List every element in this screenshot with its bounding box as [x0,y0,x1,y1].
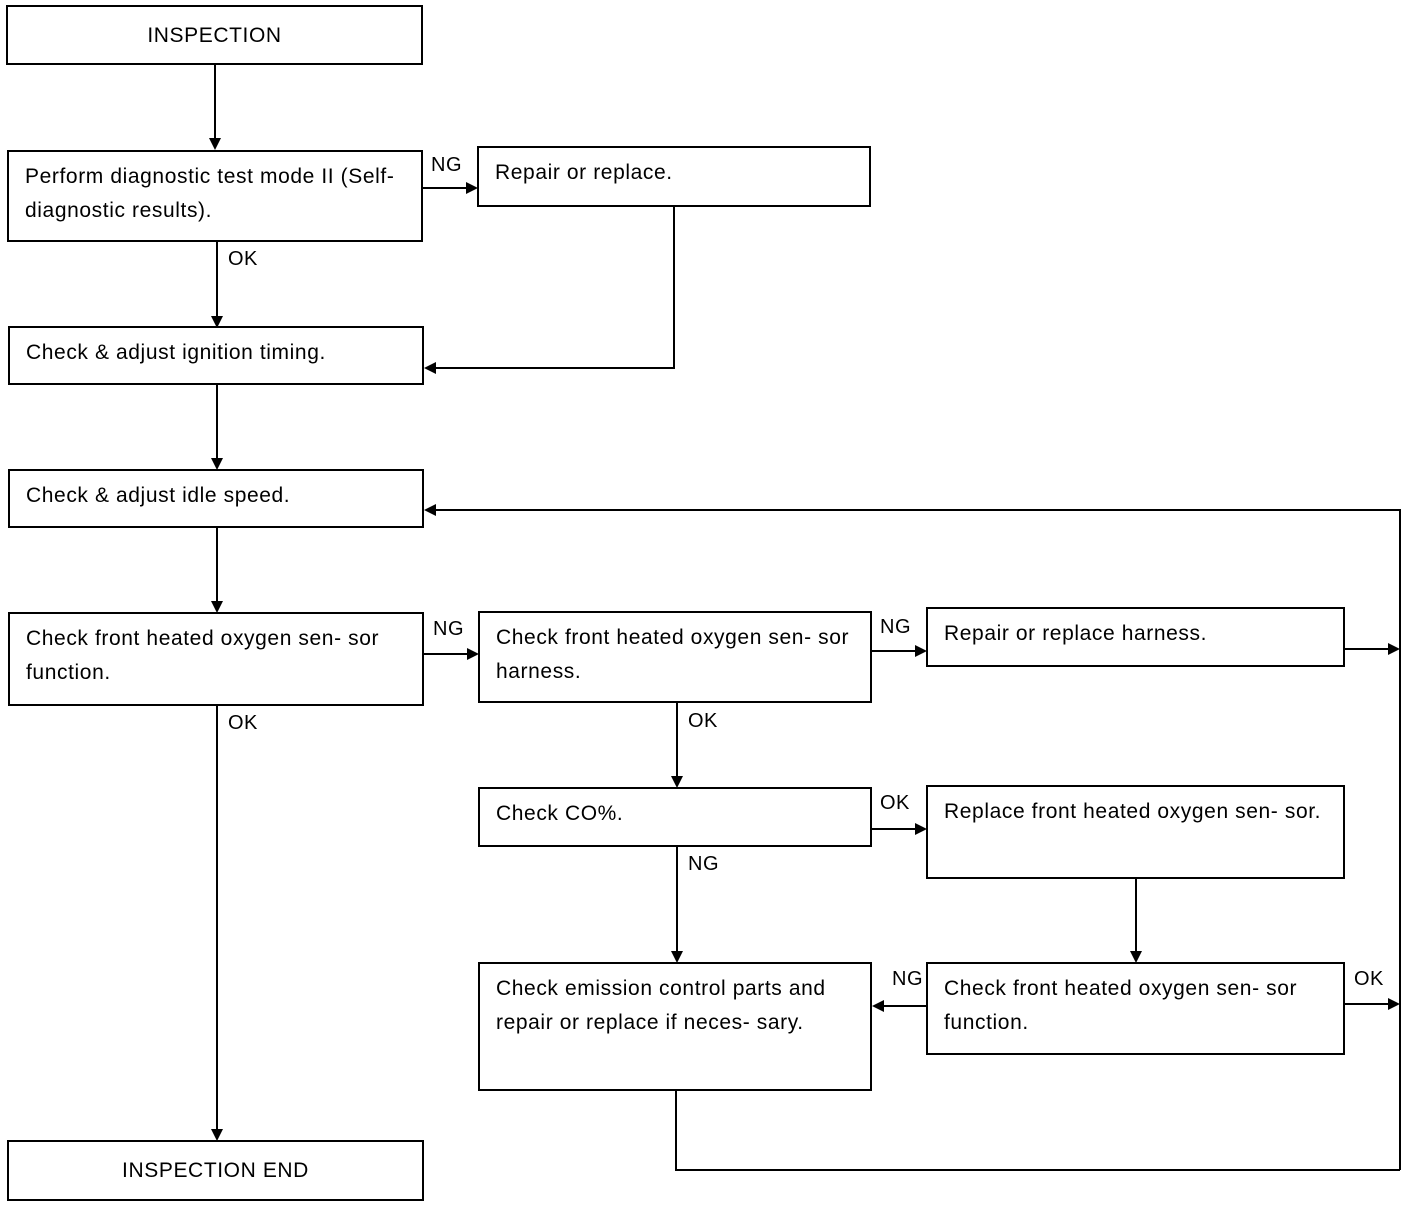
box-perform-test: Perform diagnostic test mode II (Self-di… [7,150,423,242]
label-ok-func2: OK [1354,968,1384,990]
box-check-timing: Check & adjust ignition timing. [8,326,424,385]
arrowhead [671,951,683,963]
box-check-idle: Check & adjust idle speed. [8,469,424,528]
arrowhead [211,601,223,613]
arrow-repair-to-timing [432,207,675,369]
arrowhead [1388,643,1400,655]
arrowhead [211,316,223,328]
arrowhead [211,1129,223,1141]
label-ng-co: NG [688,853,719,875]
arrowhead [671,776,683,788]
line-loop-to-idle [432,509,1401,1170]
box-repair-replace-text: Repair or replace. [495,161,673,184]
box-check-co: Check CO%. [478,787,872,847]
label-ng-sensor: NG [433,618,464,640]
box-repair-harness: Repair or replace harness. [926,607,1345,667]
arrowhead [1388,998,1400,1010]
box-check-emission: Check emission control parts and repair … [478,962,872,1091]
box-replace-sensor-text: Replace front heated oxygen sen- sor. [944,800,1322,823]
box-inspection-text: INSPECTION [147,24,282,47]
label-ok-harness: OK [688,710,718,732]
arrowhead [209,138,221,150]
box-check-idle-text: Check & adjust idle speed. [26,484,291,507]
box-check-sensor-function-2-text: Check front heated oxygen sen- sor funct… [944,977,1298,1034]
arrowhead [467,648,479,660]
arrowhead [915,823,927,835]
line-emission-loop [675,1090,1400,1171]
arrowhead [1130,951,1142,963]
box-repair-replace: Repair or replace. [477,146,871,207]
box-check-sensor-function-2: Check front heated oxygen sen- sor funct… [926,962,1345,1055]
label-ng-func2: NG [892,968,923,990]
box-check-sensor-harness-text: Check front heated oxygen sen- sor harne… [496,626,850,683]
arrowhead [872,1000,884,1012]
box-check-sensor-function: Check front heated oxygen sen- sor funct… [8,612,424,706]
arrowhead [466,182,478,194]
arrowhead [211,458,223,470]
arrowhead [915,645,927,657]
label-ok-sensor: OK [228,712,258,734]
box-inspection-end-text: INSPECTION END [122,1159,309,1182]
box-inspection: INSPECTION [6,5,423,65]
label-ng-test: NG [431,154,462,176]
box-inspection-end: INSPECTION END [7,1140,424,1201]
label-ng-harness: NG [880,616,911,638]
box-check-co-text: Check CO%. [496,802,624,825]
box-replace-sensor: Replace front heated oxygen sen- sor. [926,785,1345,879]
box-check-timing-text: Check & adjust ignition timing. [26,341,326,364]
arrowhead [424,504,436,516]
label-ok-test: OK [228,248,258,270]
box-perform-test-text: Perform diagnostic test mode II (Self-di… [25,165,395,222]
label-ok-co: OK [880,792,910,814]
box-check-sensor-function-text: Check front heated oxygen sen- sor funct… [26,627,380,684]
arrowhead [424,362,436,374]
box-check-emission-text: Check emission control parts and repair … [496,977,826,1034]
box-repair-harness-text: Repair or replace harness. [944,622,1208,645]
box-check-sensor-harness: Check front heated oxygen sen- sor harne… [478,611,872,703]
